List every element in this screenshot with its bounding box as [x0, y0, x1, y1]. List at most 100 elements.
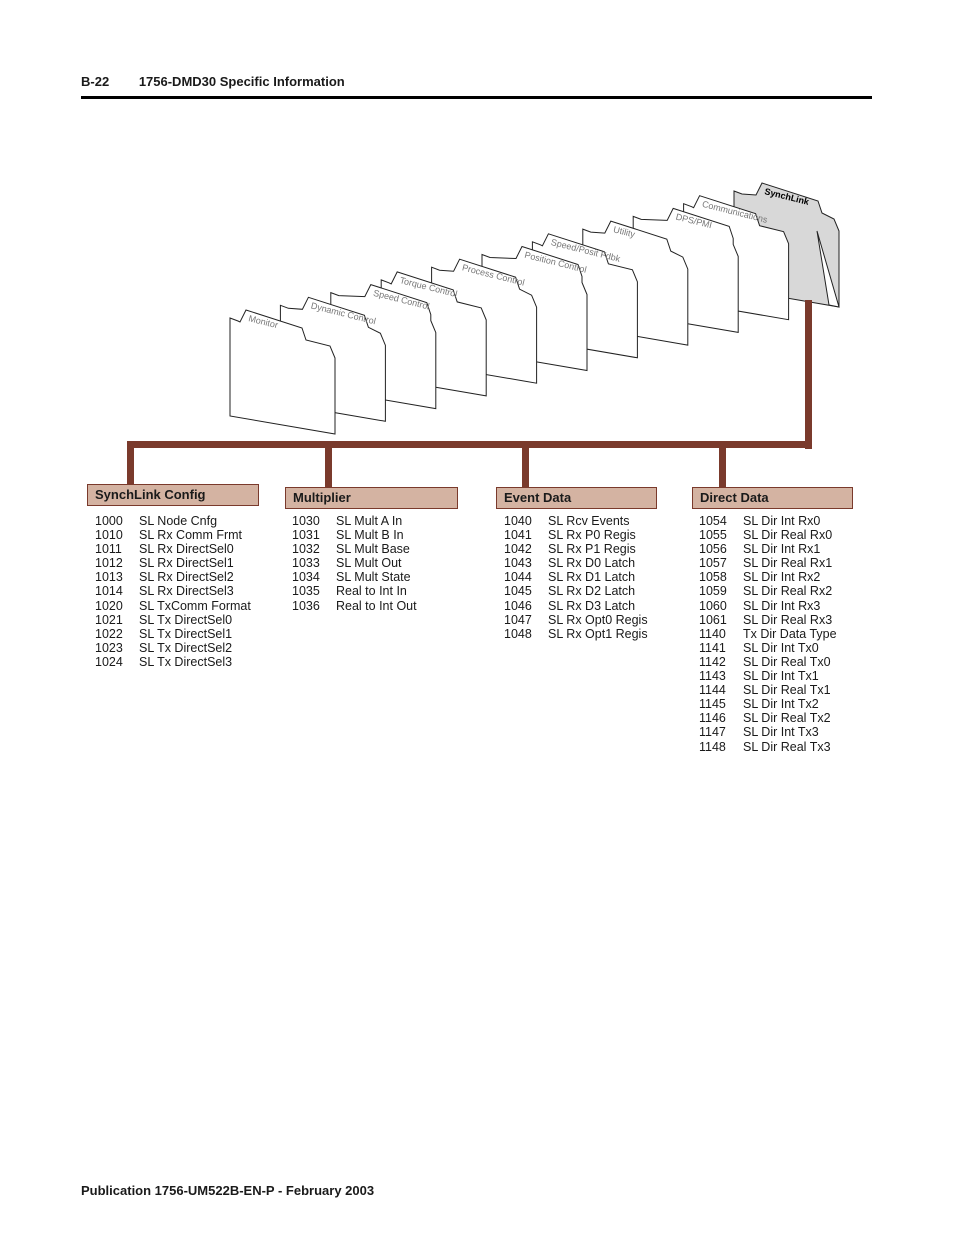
param-name: SL Rx Comm Frmt	[139, 528, 243, 543]
param-number: 1146	[699, 711, 726, 726]
param-row: 1145 SL Dir Int Tx2	[699, 697, 837, 711]
param-name: SL Dir Real Rx1	[743, 556, 833, 571]
group-header-direct-data: Direct Data	[692, 487, 853, 509]
param-number: 1046	[504, 598, 532, 613]
param-number: 1044	[504, 570, 532, 585]
param-row: 1000 SL Node Cnfg	[95, 514, 251, 528]
param-number: 1045	[504, 584, 532, 599]
page-number: B-22	[81, 74, 110, 89]
param-name: SL Rx DirectSel1	[139, 556, 234, 571]
param-name: SL Rx Opt1 Regis	[548, 626, 648, 641]
param-name: SL Node Cnfg	[139, 514, 218, 528]
param-name: SL Mult A In	[336, 514, 403, 528]
param-row: 1147 SL Dir Int Tx3	[699, 725, 837, 739]
header-rule	[81, 96, 872, 99]
param-name: SL Dir Real Tx2	[743, 711, 831, 726]
param-name: SL Mult B In	[336, 528, 404, 543]
param-row: 1023 SL Tx DirectSel2	[95, 641, 251, 655]
param-name: SL Dir Real Rx0	[743, 528, 833, 543]
param-number: 1056	[699, 542, 727, 557]
param-name: SL Dir Int Rx0	[743, 514, 821, 528]
param-number: 1000	[95, 514, 123, 528]
group-header-synchlink-config: SynchLink Config	[87, 484, 259, 506]
param-number: 1011	[95, 542, 122, 557]
param-number: 1059	[699, 584, 727, 599]
param-number: 1043	[504, 556, 532, 571]
param-number: 1148	[699, 739, 726, 754]
param-name: SL Rx DirectSel2	[139, 570, 234, 585]
param-row: 1056 SL Dir Int Rx1	[699, 542, 837, 556]
page-header: B-22 1756-DMD30 Specific Information	[81, 74, 345, 89]
param-number: 1035	[292, 584, 320, 599]
param-number: 1147	[699, 725, 726, 740]
param-name: SL Dir Int Rx1	[743, 542, 821, 557]
param-number: 1036	[292, 598, 320, 613]
param-number: 1061	[699, 612, 727, 627]
param-name: SL Dir Int Tx1	[743, 669, 819, 684]
param-number: 1145	[699, 697, 726, 712]
param-name: SL Mult Out	[336, 556, 402, 571]
param-number: 1030	[292, 514, 320, 528]
param-name: SL Dir Int Tx2	[743, 697, 819, 712]
page-title: 1756-DMD30 Specific Information	[138, 74, 345, 89]
param-name: SL Dir Real Tx3	[743, 739, 831, 754]
param-row: 1012 SL Rx DirectSel1	[95, 556, 251, 570]
param-name: SL Rx D1 Latch	[548, 570, 636, 585]
param-name: SL Dir Int Rx3	[743, 598, 821, 613]
param-name: SL Dir Real Tx0	[743, 654, 831, 669]
param-name: SL Tx DirectSel1	[139, 626, 233, 641]
param-name: Tx Dir Data Type	[743, 626, 837, 641]
param-number: 1012	[95, 556, 123, 571]
param-number: 1023	[95, 640, 123, 655]
param-number: 1021	[95, 612, 123, 627]
param-number: 1058	[699, 570, 727, 585]
connector-drop-2	[325, 441, 332, 487]
publication-footer: Publication 1756-UM522B-EN-P - February …	[81, 1183, 375, 1198]
param-name: SL Dir Real Rx2	[743, 584, 833, 599]
param-name: SL Rx D3 Latch	[548, 598, 636, 613]
param-row: 1043 SL Rx D0 Latch	[504, 556, 648, 570]
param-row: 1046 SL Rx D3 Latch	[504, 599, 648, 613]
param-name: SL Dir Int Tx3	[743, 725, 819, 740]
param-name: Real to Int In	[336, 584, 407, 599]
param-name: SL Rcv Events	[548, 514, 630, 528]
param-number: 1054	[699, 514, 727, 528]
param-name: SL Rx D0 Latch	[548, 556, 636, 571]
param-number: 1031	[292, 528, 320, 543]
param-row: 1140 Tx Dir Data Type	[699, 627, 837, 641]
param-name: SL Mult State	[336, 570, 411, 585]
file-folder-illustration: SynchLinkCommunicationsDPS/PMIUtilitySpe…	[229, 182, 840, 435]
param-name: SL Tx DirectSel2	[139, 640, 233, 655]
group-header-event-data: Event Data	[496, 487, 657, 509]
param-row: 1030 SL Mult A In	[292, 514, 417, 528]
connector-vertical-main	[805, 300, 812, 449]
param-number: 1040	[504, 514, 532, 528]
connector-drop-4	[719, 441, 726, 487]
param-number: 1140	[699, 626, 726, 641]
param-name: SL Rx DirectSel3	[139, 584, 234, 599]
param-number: 1020	[95, 598, 123, 613]
param-name: SL Dir Int Tx0	[743, 640, 819, 655]
